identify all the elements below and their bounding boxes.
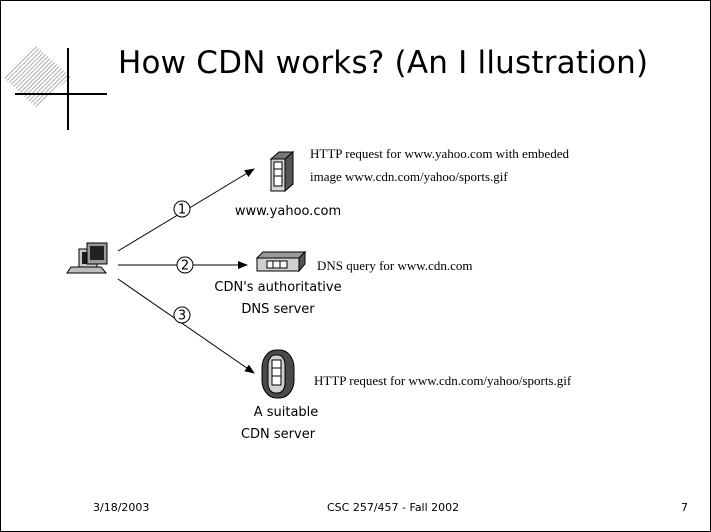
yahoo-server-tower-icon: [269, 150, 295, 193]
client-computer-icon: [66, 242, 108, 274]
dns-server-label-line-1: CDN's authoritative: [214, 280, 341, 295]
footer-course: CSC 257/457 - Fall 2002: [327, 501, 460, 514]
step-3-description: HTTP request for www.cdn.com/yahoo/sport…: [314, 373, 572, 388]
cdn-diagram: 1 2 3: [66, 146, 572, 442]
step-1-marker: 1: [173, 200, 191, 218]
yahoo-server-label: www.yahoo.com: [235, 204, 341, 219]
cdn-server-label-line-1: A suitable: [254, 405, 319, 420]
step-2-number: 2: [181, 259, 189, 274]
cdn-server-tower-icon: [261, 349, 295, 399]
step-3-marker: 3: [173, 306, 191, 324]
step-1-description-line-1: HTTP request for www.yahoo.com with embe…: [310, 146, 569, 161]
dns-server-label-line-2: DNS server: [241, 302, 315, 317]
footer-date: 3/18/2003: [93, 501, 150, 514]
step-1-description-line-2: image www.cdn.com/yahoo/sports.gif: [310, 169, 508, 184]
footer-page-number: 7: [681, 501, 688, 514]
step-3-arrow: [117, 278, 255, 374]
step-2-marker: 2: [176, 256, 194, 274]
dns-server-rack-icon: [255, 250, 307, 273]
step-3-number: 3: [178, 309, 186, 324]
step-1-number: 1: [178, 203, 186, 218]
step-2-description: DNS query for www.cdn.com: [317, 258, 473, 273]
slide-decoration-icon: [3, 46, 107, 130]
cdn-server-label-line-2: CDN server: [241, 427, 316, 442]
slide-title: How CDN works? (An I llustration): [118, 45, 649, 81]
